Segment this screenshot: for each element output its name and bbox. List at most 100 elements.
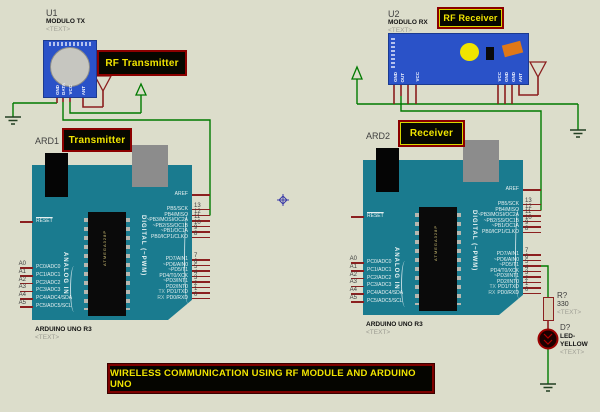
pin[interactable] bbox=[192, 236, 210, 239]
part-ref[interactable]: D? bbox=[560, 323, 571, 332]
pin-label: PC4/ADC4/SDA bbox=[36, 295, 73, 302]
u1-pin-stubs bbox=[56, 91, 104, 108]
part-ref[interactable]: R? bbox=[557, 291, 568, 300]
wire-rx-power[interactable] bbox=[356, 79, 579, 130]
pin[interactable] bbox=[192, 208, 210, 211]
pin[interactable] bbox=[192, 259, 210, 261]
antenna-icon-tx[interactable] bbox=[93, 75, 113, 93]
tag-receiver[interactable]: Receiver bbox=[398, 120, 465, 147]
pin[interactable] bbox=[351, 301, 364, 303]
tag-rf-transmitter[interactable]: RF Transmitter bbox=[97, 50, 187, 76]
power-jack bbox=[463, 140, 499, 182]
pin[interactable] bbox=[192, 286, 210, 289]
pin[interactable] bbox=[20, 290, 33, 293]
pin[interactable] bbox=[523, 292, 541, 295]
pin[interactable] bbox=[192, 225, 210, 228]
pin[interactable] bbox=[351, 262, 364, 264]
pin[interactable] bbox=[192, 220, 210, 222]
pin[interactable] bbox=[523, 287, 541, 289]
pin[interactable] bbox=[20, 306, 33, 308]
pin[interactable] bbox=[523, 276, 541, 278]
led-labels: D? LED-YELLOW <TEXT> bbox=[560, 323, 600, 357]
aref-pin[interactable] bbox=[192, 194, 210, 196]
pin-label: PC1/ADC1 bbox=[36, 271, 61, 278]
pin-label: PC2/ADC2 bbox=[36, 279, 61, 286]
pin[interactable] bbox=[192, 275, 210, 278]
antenna-icon-rx[interactable] bbox=[528, 61, 548, 79]
wire-tx-vcc[interactable] bbox=[69, 95, 142, 114]
pin[interactable] bbox=[523, 270, 541, 273]
part-value[interactable]: MODULO RX bbox=[388, 19, 428, 26]
pin-number: A2 bbox=[349, 271, 357, 278]
pin-number: A5 bbox=[18, 300, 26, 306]
pin[interactable] bbox=[192, 281, 210, 283]
ground-icon-right[interactable] bbox=[570, 129, 586, 138]
module-side-print bbox=[391, 38, 395, 70]
title-banner[interactable]: WIRELESS COMMUNICATION USING RF MODULE A… bbox=[108, 364, 434, 393]
aref-pin[interactable] bbox=[523, 189, 541, 191]
part-ref[interactable]: U1 bbox=[46, 8, 58, 18]
pin[interactable] bbox=[192, 297, 210, 300]
pin-number: 7 bbox=[525, 248, 529, 254]
pin[interactable] bbox=[192, 264, 210, 267]
pin[interactable] bbox=[523, 231, 541, 234]
pin[interactable] bbox=[351, 285, 364, 288]
inductor bbox=[501, 40, 524, 58]
pin[interactable] bbox=[523, 226, 541, 228]
led-component[interactable] bbox=[537, 328, 559, 350]
pin-number: 5 bbox=[194, 264, 198, 270]
pin[interactable] bbox=[523, 281, 541, 284]
pin[interactable] bbox=[523, 259, 541, 262]
pin[interactable] bbox=[523, 203, 541, 206]
usb-connector bbox=[45, 153, 68, 197]
arduino-ref[interactable]: ARD2 bbox=[366, 131, 391, 141]
pin[interactable] bbox=[523, 265, 541, 267]
ground-icon-led[interactable] bbox=[540, 383, 556, 392]
pin-number: A1 bbox=[349, 263, 357, 270]
tag-rf-receiver[interactable]: RF Receiver bbox=[437, 7, 504, 29]
pin[interactable] bbox=[20, 298, 33, 300]
pin[interactable] bbox=[20, 275, 33, 277]
pin[interactable] bbox=[523, 220, 541, 223]
arduino-ref[interactable]: ARD1 bbox=[35, 136, 60, 146]
pin[interactable] bbox=[20, 282, 33, 285]
pin[interactable] bbox=[192, 270, 210, 272]
reset-pin[interactable] bbox=[351, 216, 364, 218]
crystal bbox=[486, 47, 494, 60]
pin-number: A0 bbox=[349, 256, 357, 262]
pin[interactable] bbox=[523, 215, 541, 217]
origin-marker-icon bbox=[277, 194, 289, 206]
pin[interactable] bbox=[20, 267, 33, 269]
pin[interactable] bbox=[523, 254, 541, 256]
ground-icon-left[interactable] bbox=[5, 116, 21, 125]
part-ref[interactable]: U2 bbox=[388, 9, 400, 19]
board-model: ARDUINO UNO R3 bbox=[35, 326, 92, 333]
pin[interactable] bbox=[351, 270, 364, 272]
wire-rx-data[interactable] bbox=[400, 96, 542, 211]
wire-tx-data[interactable] bbox=[62, 102, 211, 216]
pin[interactable] bbox=[523, 209, 541, 212]
pin[interactable] bbox=[351, 293, 364, 295]
pin[interactable] bbox=[192, 231, 210, 233]
part-value[interactable]: LED-YELLOW bbox=[560, 333, 588, 348]
reset-pin[interactable] bbox=[20, 221, 33, 223]
module-pin-label: GND bbox=[511, 72, 516, 82]
part-value[interactable]: 330 bbox=[557, 301, 569, 308]
wire-tx-gnd[interactable] bbox=[12, 102, 57, 117]
wire-led[interactable] bbox=[541, 265, 549, 297]
pin[interactable] bbox=[192, 214, 210, 217]
power-terminal-icon-left[interactable] bbox=[134, 82, 148, 96]
part-value[interactable]: MODULO TX bbox=[46, 18, 85, 25]
pin-label: PC1/ADC1 bbox=[367, 266, 392, 273]
pin[interactable] bbox=[192, 292, 210, 294]
analog-group-label: ANALOG IN bbox=[62, 252, 68, 295]
tag-transmitter[interactable]: Transmitter bbox=[62, 128, 132, 152]
pin[interactable] bbox=[351, 277, 364, 280]
power-terminal-icon-right[interactable] bbox=[351, 65, 363, 80]
resistor-component[interactable] bbox=[543, 297, 554, 321]
